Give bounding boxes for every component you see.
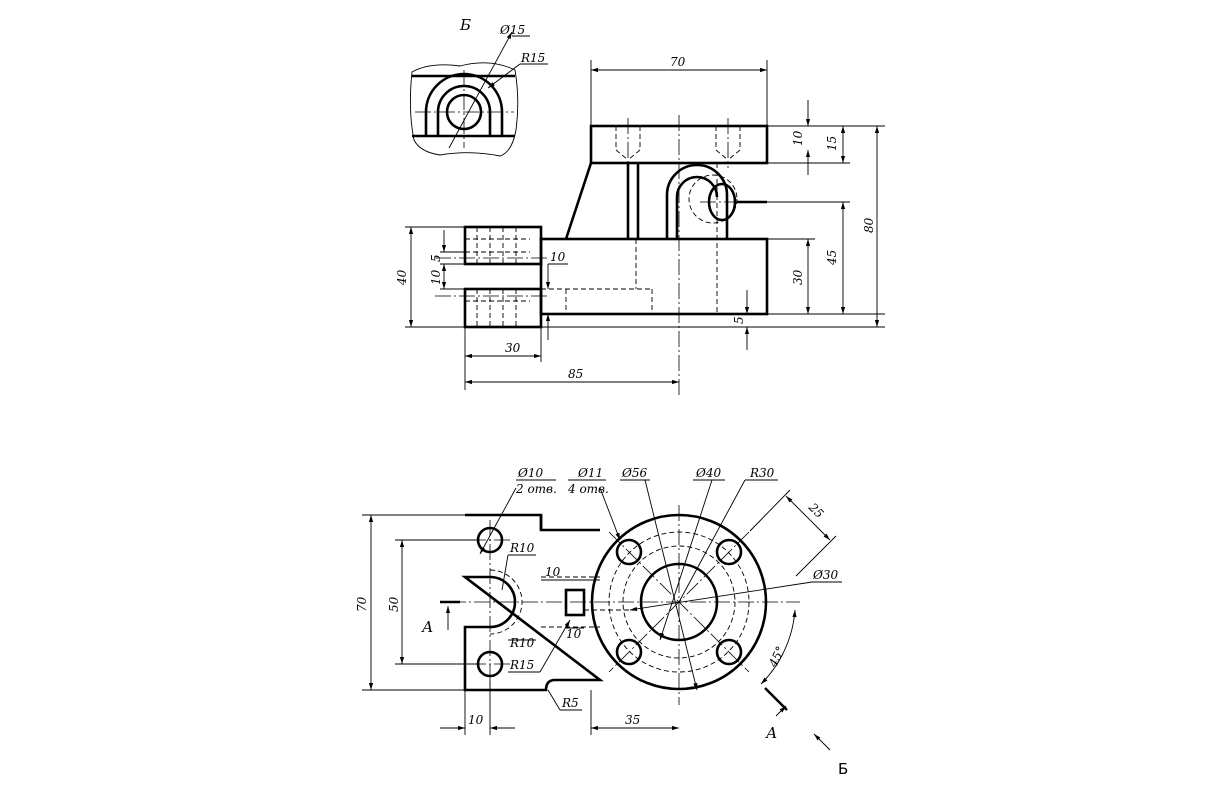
flange-hole-tl: [615, 538, 643, 566]
front-view-dimensions: 70 10 15 80 45 30 5 10: [395, 55, 885, 390]
top-r30: R30: [749, 466, 775, 480]
front-view: [435, 115, 769, 395]
dim-70: 70: [670, 55, 686, 69]
rib-edge: [564, 162, 593, 240]
top-dia40: Ø40: [695, 466, 721, 480]
dim-10-plate: 10: [791, 130, 805, 146]
dim-85: 85: [568, 367, 583, 381]
dim-45: 45: [825, 250, 839, 266]
top-r10-bottom: R10: [509, 636, 535, 650]
section-a-right: А: [765, 724, 777, 742]
flange-hole-br: [715, 638, 743, 666]
top-r15: R15: [509, 658, 534, 672]
top-dia30: Ø30: [812, 568, 838, 582]
break-outline: [409, 62, 519, 157]
top-r5: R5: [561, 696, 579, 710]
slot: [564, 588, 586, 617]
dim-10-gap: 10: [550, 250, 566, 264]
top-dia56: Ø56: [621, 466, 647, 480]
top-d10-bottom: 10: [468, 713, 484, 727]
section-a-left: А: [421, 618, 433, 636]
dim-30-right: 30: [791, 269, 805, 285]
top-dia10: Ø10: [517, 466, 543, 480]
ear-inner: [675, 175, 719, 239]
view-b-r15: R15: [520, 51, 545, 65]
dim-15: 15: [825, 136, 839, 151]
flange-hole-tr: [715, 538, 743, 566]
top-dia11: Ø11: [577, 466, 603, 480]
top-angle45: 45°: [766, 644, 788, 670]
dim-5-bottom: 5: [732, 316, 746, 324]
view-b: Б Ø15 R15: [409, 16, 548, 157]
base-body: [539, 237, 769, 316]
dim-40: 40: [395, 269, 409, 286]
dim-5-left: 5: [429, 254, 443, 262]
flange-hole-bl: [615, 638, 643, 666]
top-d70: 70: [355, 596, 369, 612]
top-d35: 35: [625, 713, 640, 727]
section-marks: А А Б: [421, 600, 848, 778]
view-b-dia15: Ø15: [499, 23, 525, 37]
view-b-arrow-label: Б: [838, 760, 848, 778]
top-slot-10-top: 10: [545, 565, 561, 579]
top-holes-4: 4 отв.: [567, 482, 609, 496]
dim-80: 80: [862, 217, 876, 233]
view-b-title: Б: [459, 16, 471, 34]
top-view-dimensions: Ø10 2 отв. Ø11 4 отв. Ø56 Ø40 R30 25 Ø30…: [355, 466, 842, 735]
top-r10-top: R10: [509, 541, 535, 555]
top-d50: 50: [387, 596, 401, 612]
hidden-lines: [465, 126, 741, 327]
top-holes-2: 2 отв.: [515, 482, 557, 496]
top-slot-10-bottom: 10: [566, 627, 582, 641]
dim-10-left: 10: [429, 269, 443, 285]
top-view: [450, 505, 800, 705]
dim-30-bottom: 30: [505, 341, 521, 355]
top-d25: 25: [805, 500, 826, 521]
